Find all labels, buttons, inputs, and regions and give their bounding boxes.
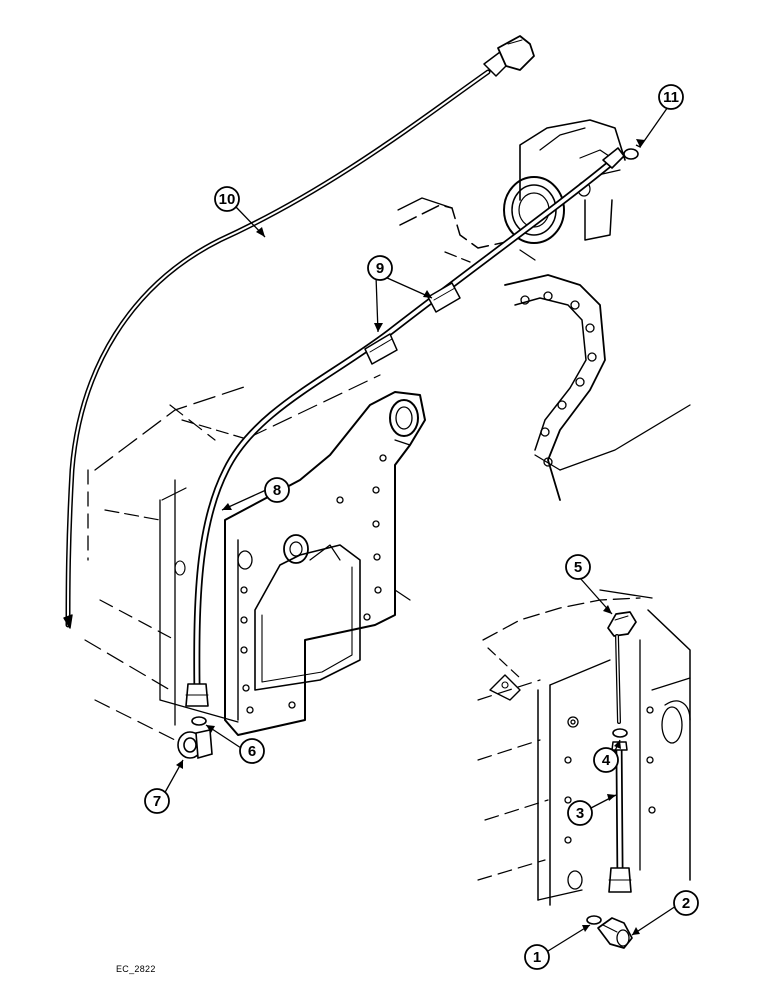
callout-9: 9: [367, 255, 393, 281]
callout-10: 10: [214, 186, 240, 212]
callout-1: 1: [524, 944, 550, 970]
callout-5: 5: [565, 554, 591, 580]
dipstick-tube: [185, 147, 625, 707]
callout-3-label: 3: [576, 805, 584, 822]
callout-11: 11: [658, 84, 684, 110]
leader-2: [631, 905, 677, 936]
leader-9b: [384, 276, 433, 299]
callout-8-label: 8: [273, 482, 281, 499]
inset-housing: [477, 589, 691, 906]
callout-9-label: 9: [376, 260, 384, 277]
elbow-fitting-7: [177, 729, 213, 760]
callout-4-label: 4: [602, 752, 611, 769]
callout-7: 7: [144, 788, 170, 814]
callout-3: 3: [567, 800, 593, 826]
inset-tube: [586, 611, 637, 949]
o-ring-6: [191, 716, 207, 726]
callout-6-label: 6: [248, 743, 256, 760]
transmission-housing: [84, 119, 691, 741]
callout-1-label: 1: [533, 949, 541, 966]
callout-5-label: 5: [574, 559, 582, 576]
callout-8: 8: [264, 477, 290, 503]
callout-2: 2: [673, 890, 699, 916]
callout-6: 6: [239, 738, 265, 764]
callout-7-label: 7: [153, 793, 161, 810]
callout-2-label: 2: [682, 895, 690, 912]
figure-code: EC_2822: [116, 964, 156, 974]
callout-10-label: 10: [219, 191, 236, 208]
leader-11: [639, 103, 671, 148]
callout-4: 4: [593, 747, 619, 773]
o-ring-11: [623, 148, 639, 160]
leader-9a: [375, 275, 379, 333]
callout-11-label: 11: [663, 89, 679, 106]
leader-1: [547, 924, 591, 952]
dipstick: [63, 35, 535, 629]
arrowheads: [176, 139, 645, 935]
